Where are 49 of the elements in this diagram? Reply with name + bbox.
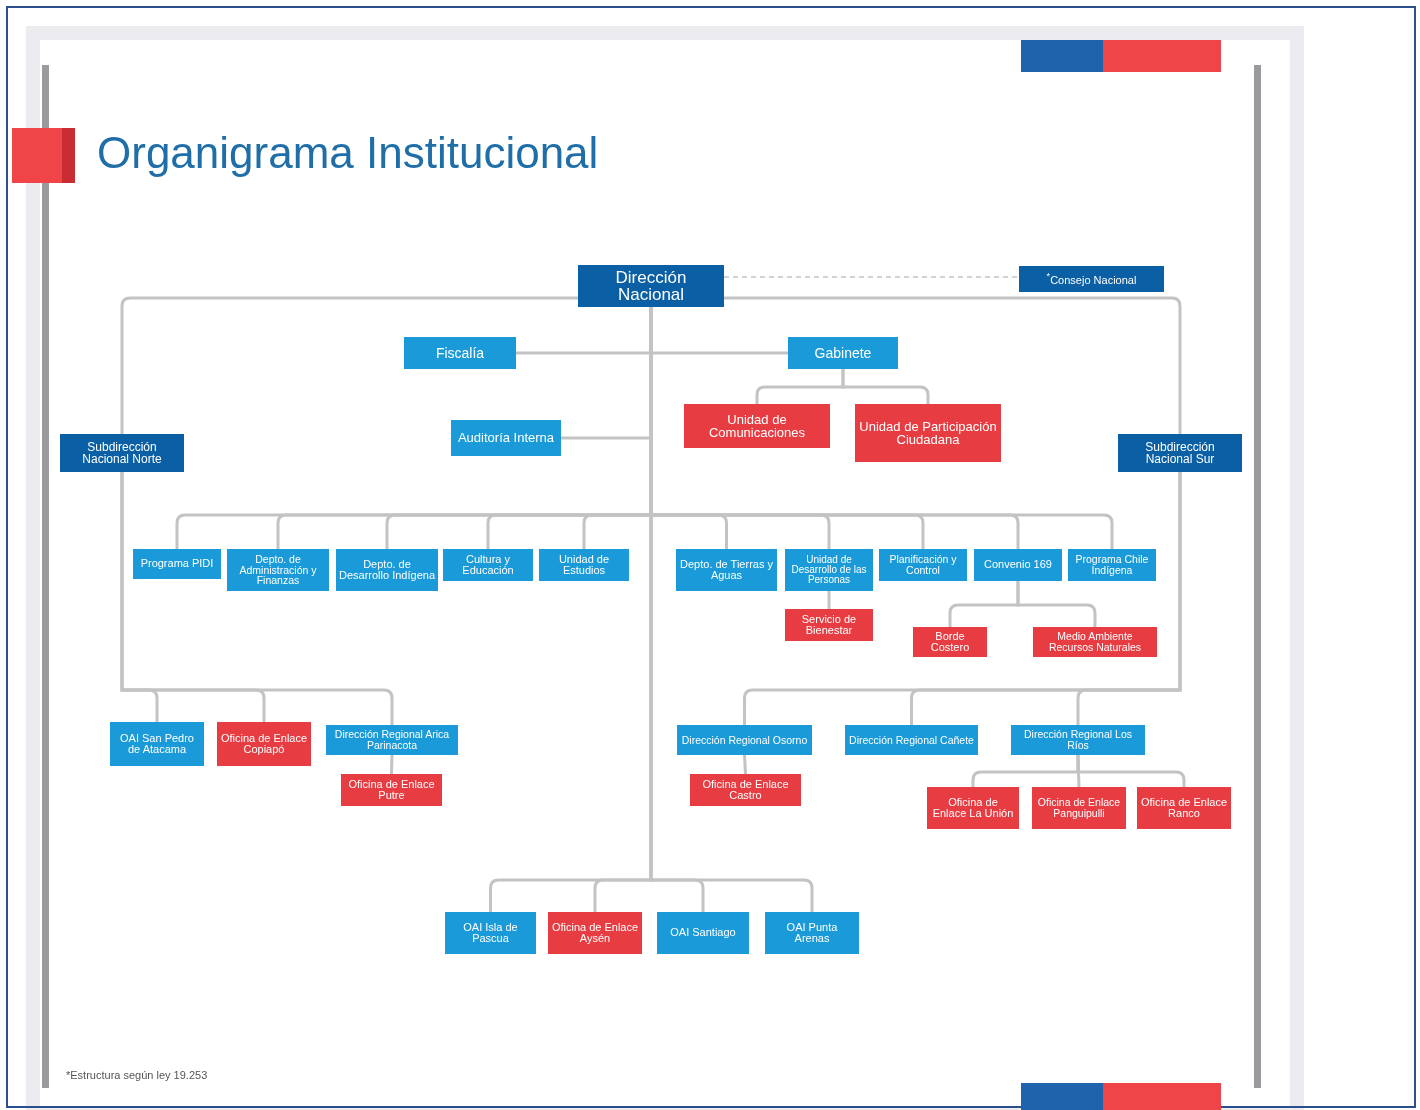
org-unit-box: Unidad de Desarrollo de las Personas <box>785 549 873 591</box>
org-unit-box: Dirección Regional Arica Parinacota <box>326 725 458 755</box>
org-unit-box: Oficina de Enlace Copiapó <box>217 722 311 766</box>
org-unit-box: Oficina de Enlace Putre <box>341 774 442 806</box>
org-unit-box: Oficina de Enlace Ranco <box>1137 787 1231 829</box>
org-unit-box: Unidad de Estudios <box>539 549 629 581</box>
connector-line <box>1076 472 1182 725</box>
org-unit-box: Unidad de Comunicaciones <box>684 404 830 448</box>
org-unit-box: Depto. de Administración y Finanzas <box>227 549 329 591</box>
title: Organigrama Institucional <box>97 128 599 178</box>
org-unit-box: Subdirección Nacional Sur <box>1118 434 1242 472</box>
org-unit-box: Auditoría Interna <box>451 420 561 456</box>
org-unit-box: Subdirección Nacional Norte <box>60 434 184 472</box>
connector-line <box>743 754 747 775</box>
connector-line <box>827 591 831 609</box>
org-unit-box: OAI Isla de Pascua <box>445 912 536 954</box>
org-unit-box: OAI Santiago <box>657 912 749 954</box>
org-unit-box: OAI San Pedro de Atacama <box>110 722 204 766</box>
org-unit-box: Gabinete <box>788 337 898 369</box>
org-unit-box: Oficina de Enlace La Unión <box>927 787 1019 829</box>
org-unit-box: Unidad de Participación Ciudadana <box>855 404 1001 462</box>
org-unit-box: Dirección Regional Osorno <box>677 725 812 755</box>
org-unit-box: Dirección Regional Cañete <box>845 725 978 755</box>
org-unit-box: Borde Costero <box>913 627 987 657</box>
org-unit-box: Cultura y Educación <box>443 549 533 581</box>
org-unit-box: Oficina de Enlace Panguipulli <box>1032 787 1126 829</box>
org-unit-box: Servicio de Bienestar <box>785 609 873 641</box>
org-unit-box: Convenio 169 <box>974 549 1062 581</box>
connector-line <box>390 754 394 775</box>
org-unit-box: $^{*}$Consejo Nacional <box>1019 266 1164 292</box>
connector-line <box>724 296 1182 434</box>
org-unit-box: Fiscalía <box>404 337 516 369</box>
org-unit-box: Depto. de Desarrollo Indígena <box>336 549 438 591</box>
connector-line <box>120 296 578 434</box>
org-unit-box: OAI Punta Arenas <box>765 912 859 954</box>
connector-line <box>1076 755 1186 787</box>
connector-line <box>120 472 394 725</box>
connector-line <box>841 369 930 404</box>
org-unit-box: Planificación y Control <box>879 549 967 581</box>
org-unit-box: Dirección Nacional <box>578 265 724 307</box>
org-unit-box: Medio Ambiente Recursos Naturales <box>1033 627 1157 657</box>
org-unit-box: Oficina de Enlace Castro <box>690 774 801 806</box>
footnote: *Estructura según ley 19.253 <box>66 1069 208 1081</box>
org-unit-box: Depto. de Tierras y Aguas <box>676 549 777 591</box>
org-unit-box: Programa Chile Indígena <box>1068 549 1156 581</box>
org-unit-box: Programa PIDI <box>133 549 221 579</box>
dashed-connector <box>723 276 1020 278</box>
org-unit-box: Oficina de Enlace Aysén <box>548 912 642 954</box>
org-unit-box: Dirección Regional Los Ríos <box>1011 725 1145 755</box>
